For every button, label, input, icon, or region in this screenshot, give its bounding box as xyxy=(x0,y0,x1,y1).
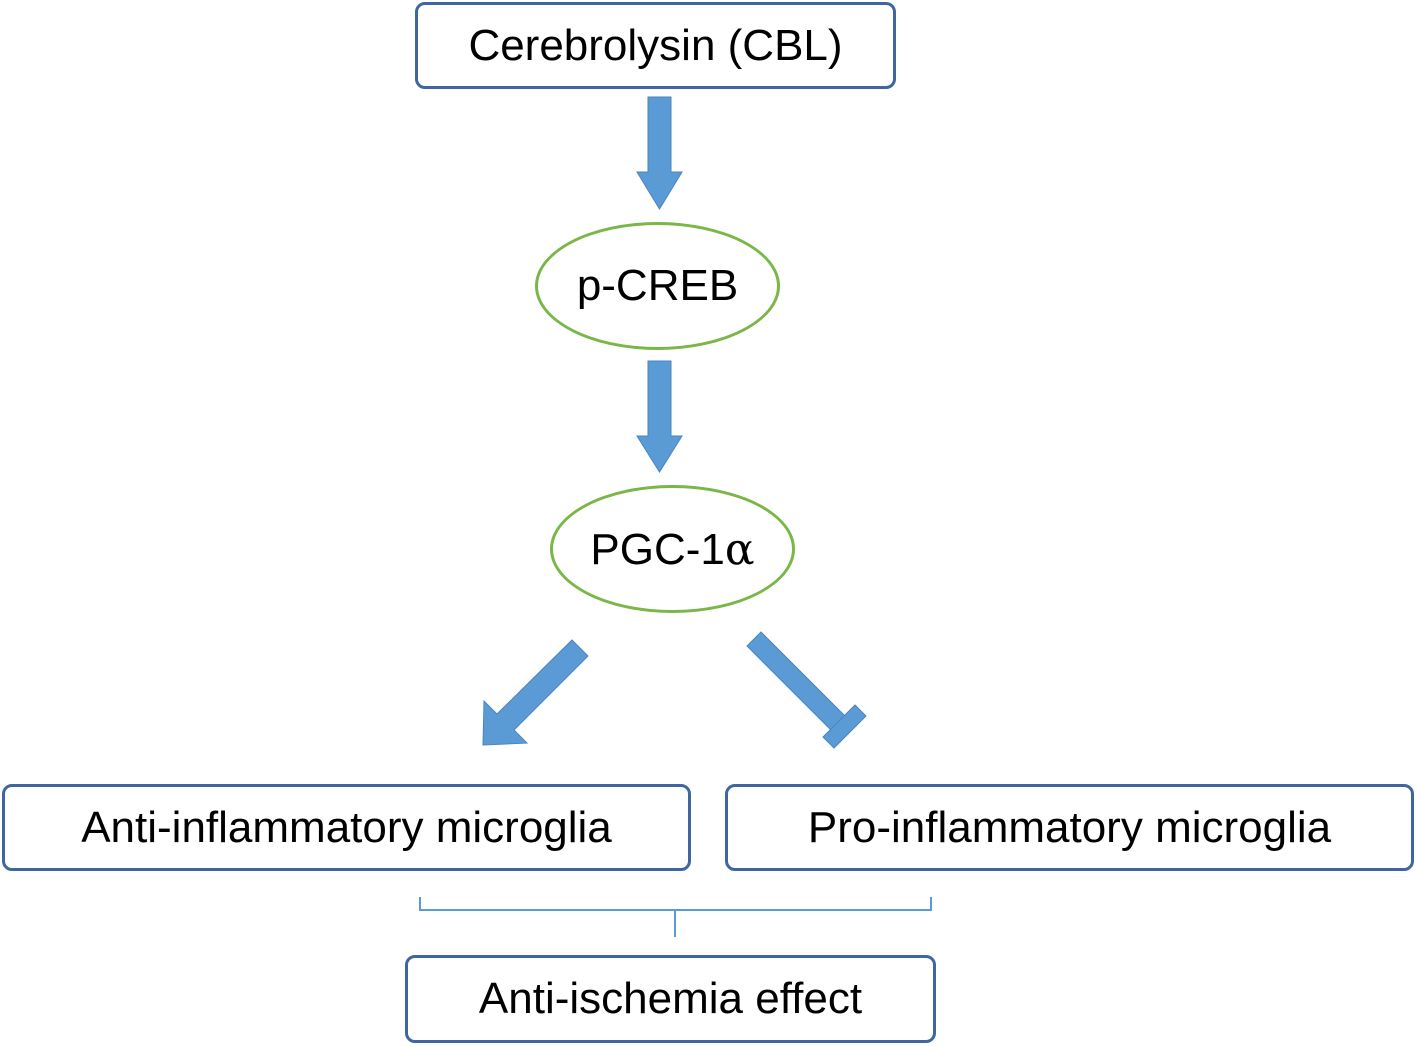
node-pgc-1alpha-label: PGC-1α xyxy=(590,524,754,575)
node-cerebrolysin-label: Cerebrolysin (CBL) xyxy=(468,20,843,70)
node-cerebrolysin: Cerebrolysin (CBL) xyxy=(415,2,896,89)
node-anti-ischemia-effect-label: Anti-ischemia effect xyxy=(478,974,863,1023)
node-anti-ischemia-effect: Anti-ischemia effect xyxy=(405,955,936,1043)
inhibition-bar xyxy=(822,704,867,749)
arrow-pcreb-to-pgc xyxy=(636,360,683,473)
bracket-to-effect xyxy=(419,897,932,937)
node-pro-inflammatory-microglia: Pro-inflammatory microglia xyxy=(725,784,1414,871)
node-pgc-prefix: PGC-1 xyxy=(590,524,725,574)
node-p-creb: p-CREB xyxy=(535,222,780,350)
node-anti-inflammatory-microglia: Anti-inflammatory microglia xyxy=(2,784,691,871)
node-pro-inflammatory-microglia-label: Pro-inflammatory microglia xyxy=(807,802,1332,852)
node-anti-inflammatory-microglia-label: Anti-inflammatory microglia xyxy=(81,802,612,852)
inhibition-pgc-to-pro-microglia xyxy=(746,631,847,732)
node-pgc-1alpha: PGC-1α xyxy=(550,485,795,613)
arrow-pgc-to-anti-microglia xyxy=(482,639,589,746)
arrow-cbl-to-pcreb xyxy=(636,96,683,210)
node-p-creb-label: p-CREB xyxy=(576,261,739,310)
node-pgc-greek: α xyxy=(724,523,755,575)
